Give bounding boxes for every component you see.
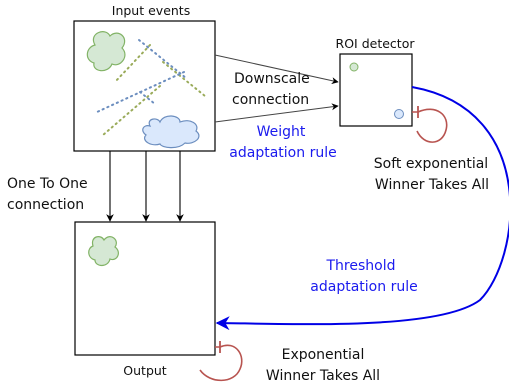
weight-rule-line1: Weight xyxy=(257,124,306,140)
threshold-rule-line2: adaptation rule xyxy=(310,279,417,295)
threshold-rule-line1: Threshold xyxy=(326,258,396,274)
exp-wta-label-line2: Winner Takes All xyxy=(266,368,380,384)
one-to-one-label-line2: connection xyxy=(7,197,84,213)
output-cloud-green-icon xyxy=(88,236,119,267)
exp-wta-inhibit-loop xyxy=(199,344,243,382)
threshold-adaptation-arrow xyxy=(215,86,509,331)
soft-wta-label-line1: Soft exponential xyxy=(374,156,488,172)
soft-wta-label-line2: Winner Takes All xyxy=(375,177,489,193)
downscale-label-line1: Downscale xyxy=(234,71,310,87)
output-title: Output xyxy=(123,363,167,378)
downscale-arrow-bottom xyxy=(214,103,339,123)
input-events-title: Input events xyxy=(112,3,190,18)
roi-blue-neuron xyxy=(394,109,404,119)
roi-green-neuron xyxy=(349,62,359,72)
weight-rule-line2: adaptation rule xyxy=(229,145,336,161)
downscale-arrow-top xyxy=(214,54,339,85)
downscale-label-line2: connection xyxy=(232,92,309,108)
cloud-blue-icon xyxy=(142,115,200,149)
cloud-green-icon xyxy=(86,31,126,72)
soft-wta-inhibit-loop xyxy=(412,108,448,143)
exp-wta-label-line1: Exponential xyxy=(282,347,365,363)
one-to-one-label-line1: One To One xyxy=(7,176,88,192)
roi-detector-title: ROI detector xyxy=(336,36,416,51)
event-traces xyxy=(96,39,206,136)
